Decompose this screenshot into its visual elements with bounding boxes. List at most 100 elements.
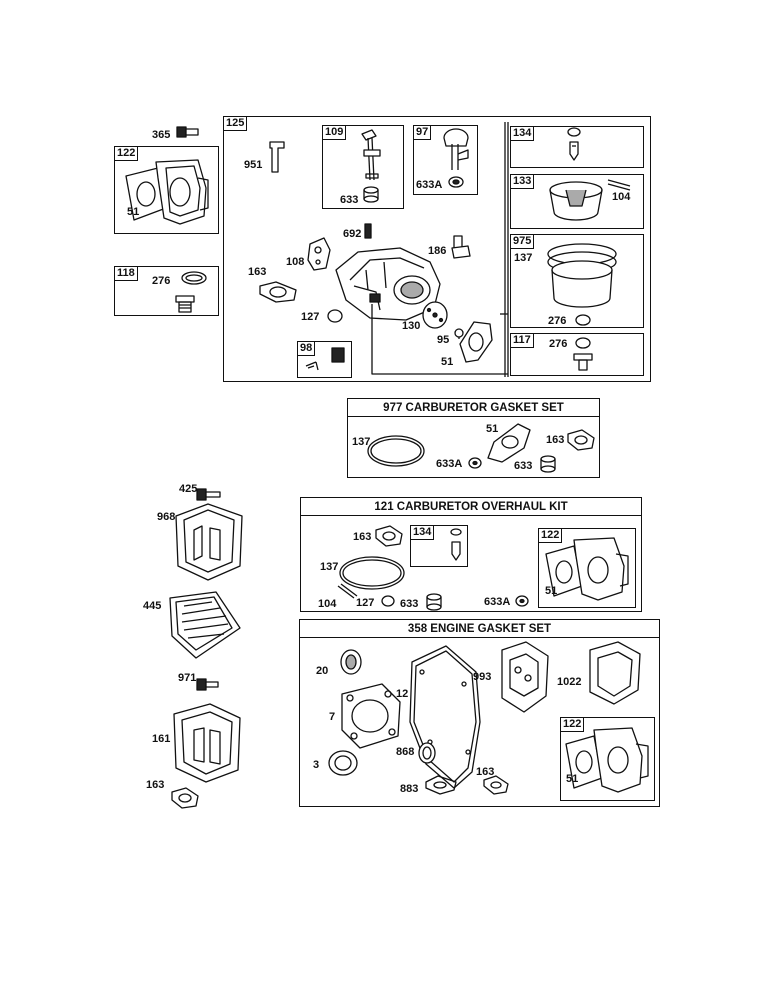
group-117: [510, 333, 644, 376]
label-51-e: 51: [566, 773, 579, 785]
group-122-top: [114, 146, 219, 234]
label-425: 425: [179, 483, 198, 495]
needle-kit-icon: [450, 528, 462, 561]
gasket-51-icon: [459, 321, 493, 363]
label-633A-a: 633A: [416, 179, 443, 191]
throttle-shaft-icon: [361, 129, 381, 181]
bushing-ovh-icon: [426, 593, 442, 611]
choke-shaft-icon: [443, 128, 469, 170]
label-445: 445: [143, 600, 162, 612]
label-137-c: 137: [320, 561, 339, 573]
pilot-jet-icon: [364, 223, 372, 239]
label-51-a: 51: [127, 206, 140, 218]
tag-133: 133: [510, 174, 535, 189]
gasket-163-ovh-icon: [375, 525, 403, 547]
label-104-b: 104: [318, 598, 337, 610]
label-276-b: 276: [548, 315, 567, 327]
label-883: 883: [400, 783, 419, 795]
float-bowl-plate-icon: [422, 301, 448, 329]
label-127-a: 127: [301, 311, 320, 323]
tag-122-kit: 122: [538, 528, 563, 543]
label-971: 971: [178, 672, 197, 684]
kit-121-title: 121 CARBURETOR OVERHAUL KIT: [374, 501, 568, 513]
bowl-screw-icon: [573, 353, 593, 371]
o-ring-276-icon: [575, 314, 591, 326]
gasket-883-icon: [425, 775, 457, 795]
group-109: [322, 125, 404, 209]
valve-cover-gasket-icon: [501, 641, 549, 713]
tag-117: 117: [510, 333, 534, 348]
label-163-d: 163: [353, 531, 372, 543]
label-692: 692: [343, 228, 362, 240]
group-134: [510, 126, 644, 168]
label-633A-c: 633A: [484, 596, 511, 608]
label-633-b: 633: [514, 460, 533, 472]
drain-plug-icon: [175, 295, 195, 313]
label-20: 20: [316, 665, 329, 677]
breather-gasket-icon: [589, 641, 641, 705]
throttle-plate-icon: [307, 237, 331, 271]
label-365: 365: [152, 129, 171, 141]
air-cleaner-cover-icon: [175, 503, 243, 581]
kit-358-rule: [299, 637, 660, 638]
kit-977-gasket-set: [347, 398, 600, 478]
lever-icon: [269, 141, 285, 173]
label-868: 868: [396, 746, 415, 758]
crankcase-gasket-icon: [409, 645, 481, 789]
label-51-c: 51: [486, 423, 499, 435]
label-951: 951: [244, 159, 263, 171]
label-993: 993: [473, 671, 492, 683]
label-108: 108: [286, 256, 305, 268]
group-122-eng: [560, 717, 655, 801]
inlet-needle-icon: [567, 127, 581, 161]
label-137-b: 137: [352, 436, 371, 448]
kit-358-title: 358 ENGINE GASKET SET: [407, 623, 552, 635]
gasket-163-kit-icon: [567, 429, 595, 451]
seal-ovh-icon: [515, 595, 529, 607]
label-51-b: 51: [441, 356, 454, 368]
gasket-163-icon: [259, 281, 297, 303]
label-161: 161: [152, 733, 171, 745]
ring-127-icon: [327, 309, 343, 323]
label-51-d: 51: [545, 585, 558, 597]
label-163-e: 163: [476, 766, 495, 778]
seal-kit-icon: [468, 457, 482, 469]
group-133: [510, 174, 644, 229]
label-7: 7: [329, 711, 336, 723]
gasket-163-eng-icon: [483, 775, 509, 795]
label-633A-b: 633A: [436, 458, 463, 470]
air-cleaner-base-icon: [173, 703, 241, 783]
gasket-163-left-icon: [171, 787, 199, 809]
label-633-a: 633: [340, 194, 359, 206]
tag-134: 134: [510, 126, 535, 141]
label-633-c: 633: [400, 598, 419, 610]
group-122-kit: [538, 528, 636, 608]
float-icon: [549, 181, 603, 221]
tag-118: 118: [114, 266, 138, 281]
label-130: 130: [402, 320, 421, 332]
label-163-b: 163: [546, 434, 565, 446]
bushing-icon: [363, 186, 379, 203]
bowl-gasket-icon: [367, 435, 425, 467]
group-118: [114, 266, 219, 316]
label-95: 95: [437, 334, 450, 346]
ring-127-ovh-icon: [381, 595, 395, 607]
bolt-425-icon: [196, 488, 221, 501]
label-127-b: 127: [356, 597, 375, 609]
head-gasket-icon: [341, 683, 401, 749]
fuel-fitting-icon: [451, 235, 471, 259]
air-filter-icon: [169, 591, 241, 659]
screw-95-icon: [454, 328, 464, 339]
kit-358-engine-gasket: [299, 619, 660, 807]
gasket-51-kit-icon: [487, 423, 531, 463]
label-276-c: 276: [549, 338, 568, 350]
group-134-kit: [410, 525, 468, 567]
bushing-kit-icon: [540, 455, 556, 473]
label-104-a: 104: [612, 191, 631, 203]
tag-134-kit: 134: [410, 525, 435, 540]
float-pin-icon: [607, 179, 631, 191]
seal-icon: [448, 176, 464, 188]
float-bowl-icon: [547, 243, 617, 308]
washer-868-icon: [418, 742, 436, 764]
pin-icon: [337, 583, 358, 599]
